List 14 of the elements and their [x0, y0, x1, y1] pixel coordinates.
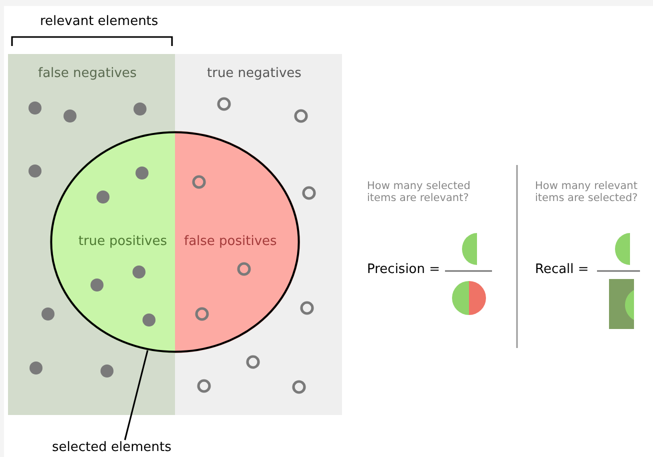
region-heading: true negatives — [207, 66, 302, 81]
region-label: false positives — [184, 234, 277, 249]
selection-ellipse — [50, 131, 300, 353]
caption-text: selected elements — [52, 440, 192, 457]
formula-label: Precision = — [367, 262, 440, 277]
bracket-label: relevant elements — [40, 14, 158, 29]
question-text: How many selected items are relevant? — [367, 180, 472, 204]
half-ellipse-region — [175, 131, 300, 353]
question-text: How many relevant items are selected? — [535, 180, 639, 204]
region-heading: false negatives — [38, 66, 137, 81]
half-ellipse-region — [50, 131, 175, 353]
formula-label: Recall = — [535, 262, 589, 277]
region-label: true positives — [78, 234, 167, 249]
leader-line — [124, 350, 148, 440]
